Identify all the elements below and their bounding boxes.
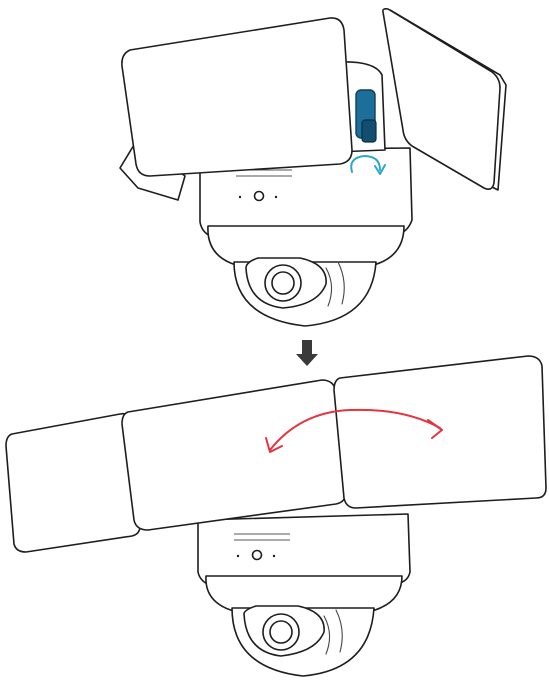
step-1-illustration (120, 9, 506, 326)
left-light-panel-2 (6, 414, 140, 552)
step-2-illustration (6, 356, 546, 676)
sensor-dot-2 (253, 551, 262, 560)
led-right-2 (273, 555, 275, 557)
left-light-panel (122, 18, 352, 176)
led-left (239, 196, 241, 198)
center-light-panel (122, 380, 346, 530)
sensor-dot (255, 192, 264, 201)
step-down-arrow (296, 340, 318, 366)
release-latch-tip (362, 120, 376, 142)
camera-lens-inner (272, 272, 294, 294)
led-left-2 (237, 555, 239, 557)
camera-lens-inner-2 (270, 621, 292, 643)
led-right (275, 196, 277, 198)
